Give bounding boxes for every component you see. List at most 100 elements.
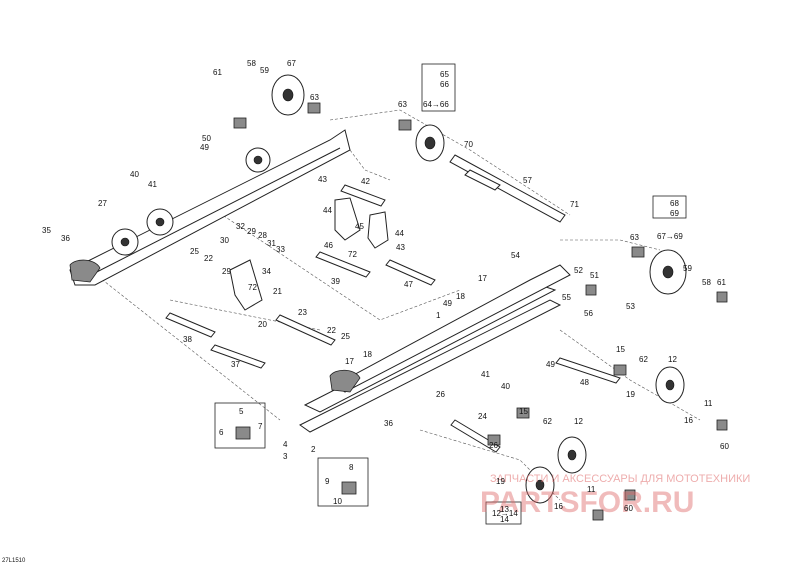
callout-59b: 59 [683, 264, 692, 273]
callout-65: 65 [440, 70, 449, 79]
callout-11a: 11 [704, 399, 713, 408]
inset-box-64-66 [421, 63, 456, 112]
callout-58b: 58 [702, 278, 711, 287]
callout-28: 28 [258, 231, 267, 240]
callout-29a: 29 [247, 227, 256, 236]
callout-53: 53 [626, 302, 635, 311]
callout-72a: 72 [348, 250, 357, 259]
callout-51: 51 [590, 271, 599, 280]
callout-25b: 25 [341, 332, 350, 341]
shafts [165, 154, 621, 453]
callout-39: 39 [331, 277, 340, 286]
callout-9: 9 [325, 477, 330, 486]
callout-19a: 19 [626, 390, 635, 399]
callout-71: 71 [570, 200, 579, 209]
callout-41a: 41 [148, 180, 157, 189]
callout-labels: 1 2 3 4 5 6 7 8 9 10 11 11 12 12 13 14 1… [42, 59, 729, 524]
callout-45: 45 [355, 222, 364, 231]
callout-72b: 72 [248, 283, 257, 292]
callout-62b: 62 [543, 417, 552, 426]
callout-48: 48 [580, 378, 589, 387]
rail-wheel-1 [111, 228, 139, 256]
callout-32: 32 [236, 222, 245, 231]
callout-17b: 17 [345, 357, 354, 366]
callout-15b: 15 [519, 407, 528, 416]
wheel-12-lower [557, 436, 587, 474]
callout-63b: 63 [398, 100, 407, 109]
callout-41b: 41 [481, 370, 490, 379]
callout-11b: 11 [587, 485, 596, 494]
callout-36a: 36 [61, 234, 70, 243]
diagram-code: 27L1510 [2, 558, 26, 564]
callout-68: 68 [670, 199, 679, 208]
watermark-line2: PARTSFOR.RU [480, 486, 694, 519]
callout-8: 8 [349, 463, 354, 472]
callout-6: 6 [219, 428, 224, 437]
callout-43a: 43 [318, 175, 327, 184]
callout-49a: 49 [200, 143, 209, 152]
callout-58a: 58 [247, 59, 256, 68]
callout-34: 34 [262, 267, 271, 276]
callout-40b: 40 [501, 382, 510, 391]
inset-box-8-10 [317, 457, 369, 507]
callout-36b: 36 [384, 419, 393, 428]
callout-12b: 12 [574, 417, 583, 426]
callout-63a: 63 [310, 93, 319, 102]
lower-rail-assembly [299, 264, 571, 433]
wheel-12-right [655, 366, 685, 404]
callout-5: 5 [239, 407, 244, 416]
brackets [229, 184, 389, 311]
callout-27: 27 [98, 199, 107, 208]
callout-33: 33 [276, 245, 285, 254]
rail-wheel-2 [146, 208, 174, 236]
callout-25a: 25 [190, 247, 199, 256]
callout-2: 2 [311, 445, 316, 454]
assembly-guide-lines [89, 109, 701, 501]
small-parts [233, 102, 728, 521]
inset-box-67-69 [652, 195, 687, 219]
callout-18a: 18 [456, 292, 465, 301]
callout-18b: 18 [363, 350, 372, 359]
callout-26b: 26 [489, 441, 498, 450]
callout-64-to-66: 64→66 [423, 100, 449, 109]
callout-70: 70 [464, 140, 473, 149]
callout-29b: 29 [222, 267, 231, 276]
callout-52: 52 [574, 266, 583, 275]
upper-rail-assembly [69, 129, 351, 286]
callout-7: 7 [258, 422, 263, 431]
callout-17a: 17 [478, 274, 487, 283]
callout-50: 50 [202, 134, 211, 143]
callout-44b: 44 [395, 229, 404, 238]
callout-20: 20 [258, 320, 267, 329]
callout-46: 46 [324, 241, 333, 250]
callout-59a: 59 [260, 66, 269, 75]
callout-44a: 44 [323, 206, 332, 215]
callout-69: 69 [670, 209, 679, 218]
callout-61b: 61 [717, 278, 726, 287]
callout-16b: 16 [554, 502, 563, 511]
callout-16a: 16 [684, 416, 693, 425]
callout-63c: 63 [630, 233, 639, 242]
callout-42: 42 [361, 177, 370, 186]
callout-15a: 15 [616, 345, 625, 354]
callout-30: 30 [220, 236, 229, 245]
wheel-lower-left [525, 466, 555, 504]
callout-66: 66 [440, 80, 449, 89]
callout-35: 35 [42, 226, 51, 235]
callout-40a: 40 [130, 170, 139, 179]
callout-62a: 62 [639, 355, 648, 364]
callout-56: 56 [584, 309, 593, 318]
callout-26a: 26 [436, 390, 445, 399]
callout-22b: 22 [327, 326, 336, 335]
callout-54: 54 [511, 251, 520, 260]
callout-67a: 67 [287, 59, 296, 68]
callout-55: 55 [562, 293, 571, 302]
callout-37: 37 [231, 360, 240, 369]
callout-57: 57 [523, 176, 532, 185]
callout-24: 24 [478, 412, 487, 421]
callout-49b: 49 [443, 299, 452, 308]
callout-1: 1 [436, 311, 441, 320]
callout-60b: 60 [624, 504, 633, 513]
callout-3: 3 [283, 452, 288, 461]
callout-10: 10 [333, 497, 342, 506]
